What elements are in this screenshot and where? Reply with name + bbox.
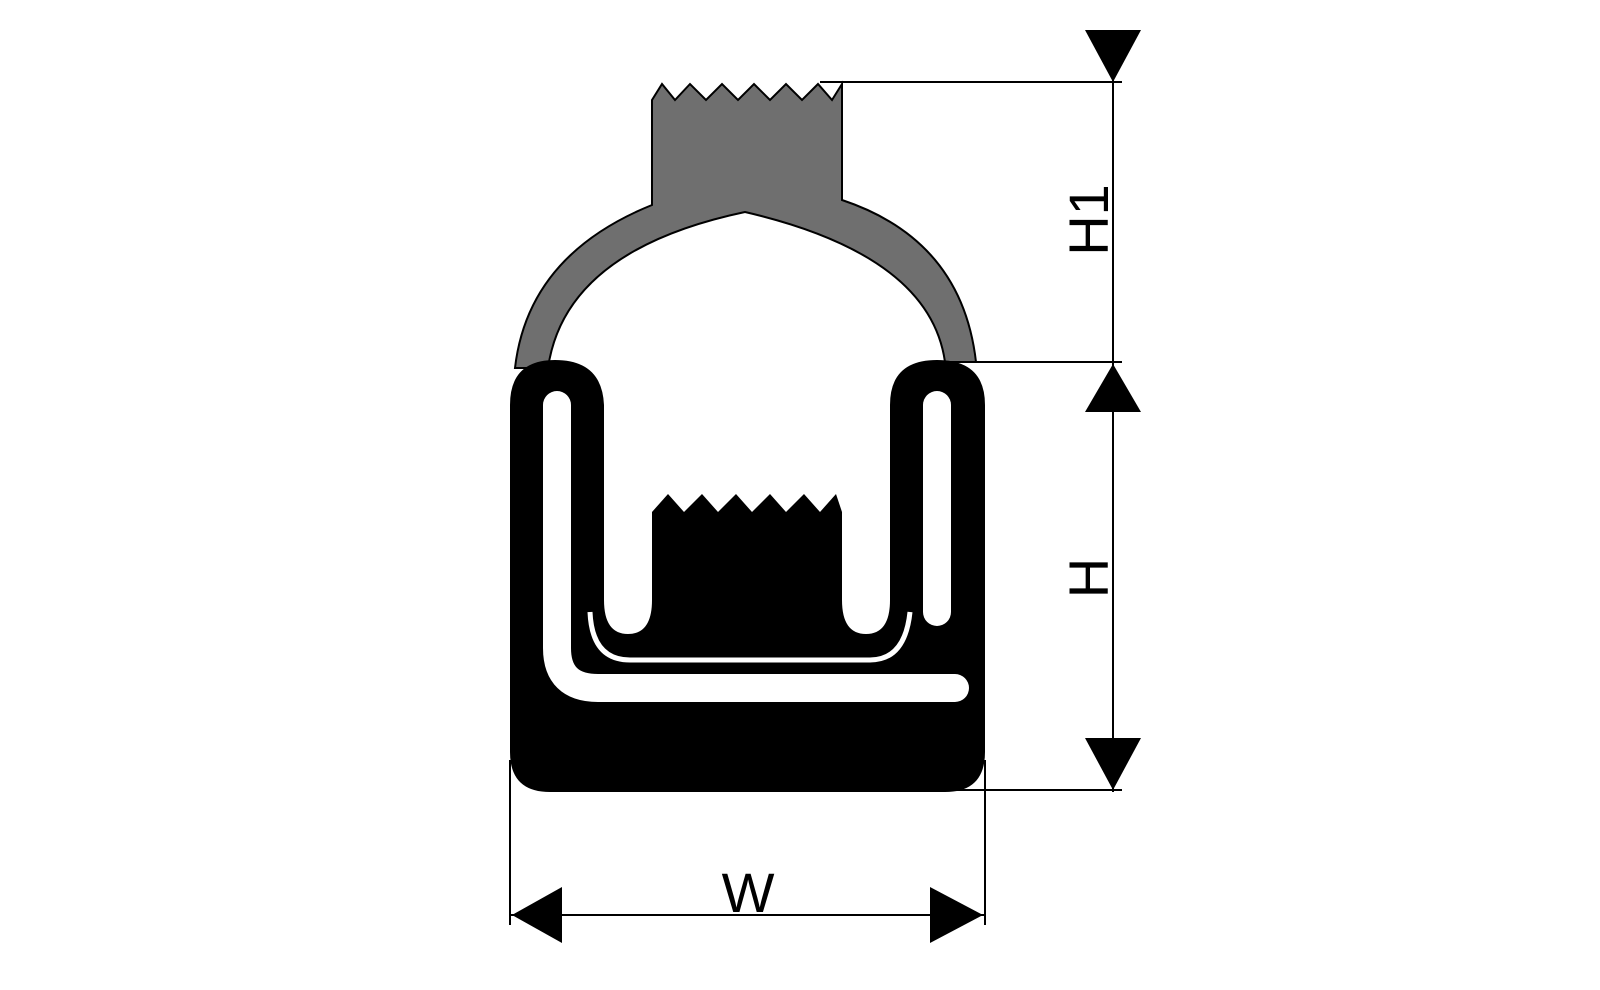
h-arrow-up-icon: [1085, 364, 1141, 412]
inner-groove: [587, 611, 913, 663]
w-label: W: [722, 861, 775, 924]
w-arrow-right-icon: [930, 887, 983, 943]
h-arrow-down-icon: [1085, 738, 1141, 790]
gray-cap-arch: [513, 80, 978, 369]
left-slot-channel: [543, 391, 969, 702]
h1-arrow-down-icon: [1085, 30, 1141, 82]
black-profile-body: [510, 360, 985, 792]
w-arrow-left-icon: [512, 887, 562, 943]
h-label: H: [1057, 558, 1120, 598]
h1-label: H1: [1057, 184, 1120, 256]
